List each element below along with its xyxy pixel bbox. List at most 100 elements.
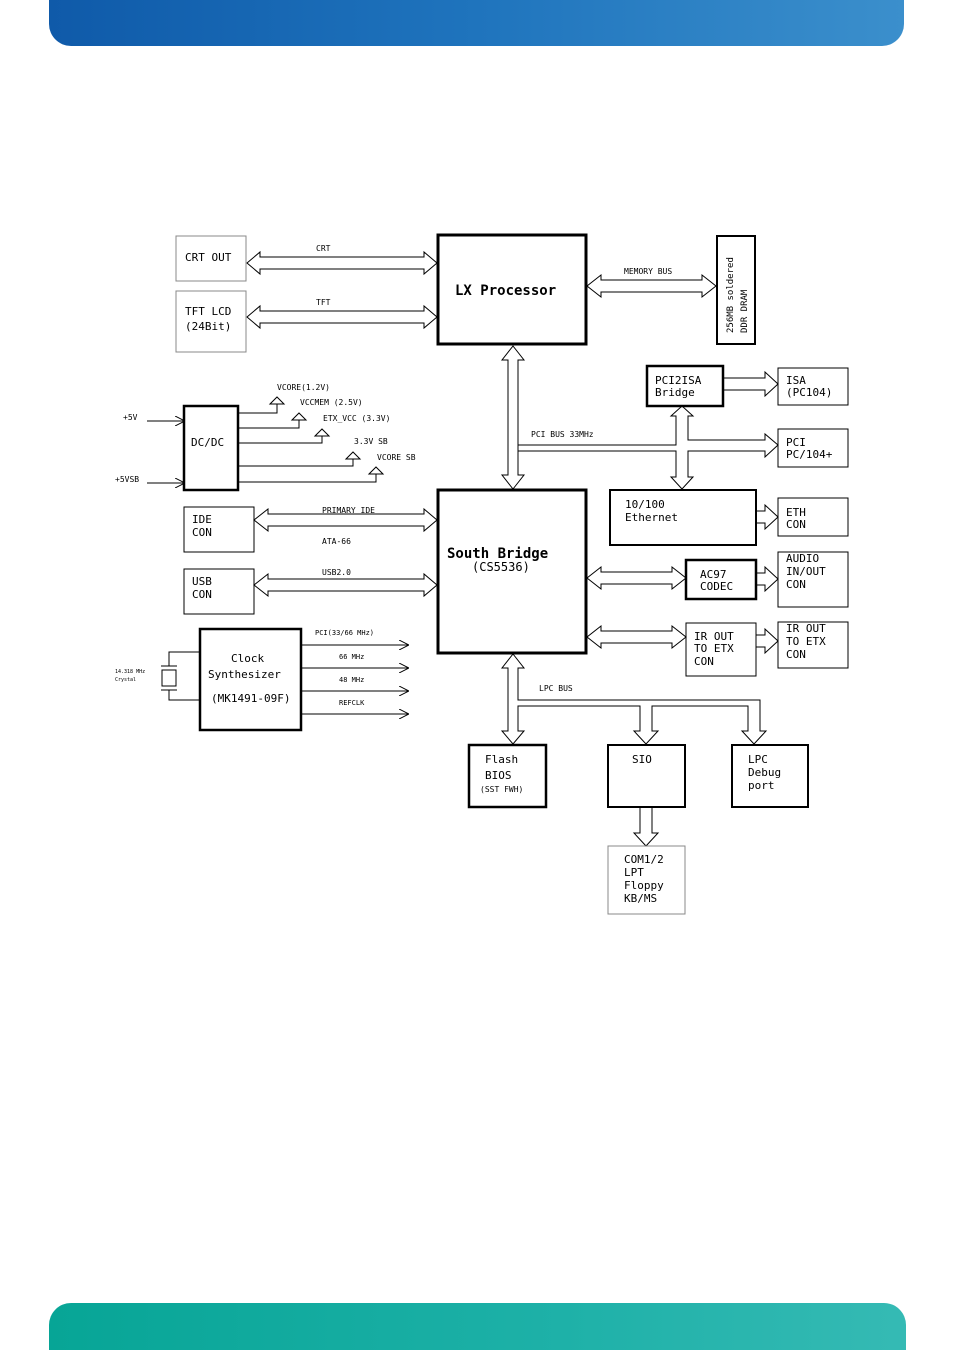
com-box — [607, 845, 686, 915]
sb33-line — [239, 459, 354, 467]
etx-vcc-line — [239, 436, 323, 444]
tft-lcd-box — [175, 290, 247, 353]
sb33-label: 3.3V SB — [354, 437, 388, 446]
usb20-label: USB2.0 — [322, 568, 351, 577]
ide-con-label-1: IDE — [192, 513, 212, 526]
lx-south-bus-arrow — [500, 345, 526, 490]
vcore-sb-line — [239, 474, 377, 483]
crt-out-box — [175, 235, 247, 282]
lpc-debug-label-3: port — [748, 779, 775, 792]
lpc-bus-label: LPC BUS — [539, 684, 573, 693]
ethernet-label-2: Ethernet — [625, 511, 678, 524]
mhz66-label: 66 MHz — [339, 653, 364, 661]
pci2isa-box — [645, 364, 725, 408]
page-footer-bar — [49, 1303, 906, 1350]
audio-label-2: IN/OUT — [786, 565, 826, 578]
lx-processor-box — [436, 233, 588, 346]
eth-con-box — [777, 497, 849, 537]
ir-out-label-2: TO ETX — [694, 642, 734, 655]
ac97-box — [684, 558, 758, 601]
vcore-sb-arrow — [367, 466, 385, 475]
vccmem-arrow — [290, 412, 308, 421]
pci2isa-label-2: Bridge — [655, 386, 695, 399]
isa-box — [777, 367, 849, 406]
lpc-bus-line — [500, 653, 768, 745]
usb-bus-arrow — [253, 572, 438, 598]
ide-con-box — [183, 506, 255, 553]
dcdc-label: DC/DC — [191, 436, 224, 449]
clock-label-1: Clock — [231, 652, 264, 665]
isa-arrow — [724, 370, 779, 398]
pci-bus-label: PCI BUS 33MHz — [531, 430, 594, 439]
pci-box — [777, 428, 849, 468]
ac97-label-1: AC97 — [700, 568, 727, 581]
sio-box — [607, 744, 686, 808]
ir-out-box — [685, 622, 757, 677]
south-bridge-label-2: (CS5536) — [472, 560, 530, 574]
mhz48-label: 48 MHz — [339, 676, 364, 684]
tft-lcd-label-1: TFT LCD — [185, 305, 231, 318]
tft-bus-arrow — [246, 304, 438, 330]
lpc-debug-box — [731, 744, 809, 808]
dram-label-2: DDR DRAM — [740, 289, 750, 333]
crt-bus-label: CRT — [316, 244, 331, 253]
plus5v-label: +5V — [123, 413, 138, 422]
eth-con-arrow — [756, 503, 779, 531]
tft-bus-label: TFT — [316, 298, 331, 307]
south-bridge-label-1: South Bridge — [447, 546, 548, 562]
page-header-bar — [49, 0, 904, 46]
vcore-arrow — [268, 396, 286, 405]
isa-label-2: (PC104) — [786, 386, 832, 399]
dram-label-1: 256MB soldered — [726, 257, 736, 333]
eth-con-label-1: ETH — [786, 506, 806, 519]
primary-ide-label: PRIMARY IDE — [322, 506, 375, 515]
ac97-label-2: CODEC — [700, 580, 733, 593]
etx-vcc-label: ETX_VCC (3.3V) — [323, 414, 390, 423]
ir-out2-label-2: TO ETX — [786, 635, 826, 648]
ata66-label: ATA-66 — [322, 537, 351, 546]
flash-label-1: Flash — [485, 753, 518, 766]
vcore-sb-label: VCORE SB — [377, 453, 416, 462]
vccmem-label: VCCMEM (2.5V) — [300, 398, 363, 407]
com-label-3: Floppy — [624, 879, 664, 892]
flash-label-3: (SST FWH) — [480, 785, 523, 794]
memory-bus-label: MEMORY BUS — [624, 267, 672, 276]
usb-con-label-2: CON — [192, 588, 212, 601]
crystal-symbol — [161, 651, 201, 701]
sio-label: SIO — [632, 753, 652, 766]
pci-label-2: PC/104+ — [786, 448, 833, 461]
vcore-label: VCORE(1.2V) — [277, 383, 330, 392]
ir-out-arrow — [756, 627, 779, 655]
usb-con-label-1: USB — [192, 575, 212, 588]
com-label-2: LPT — [624, 866, 644, 879]
pci-label-1: PCI — [786, 436, 806, 449]
vccmem-line — [239, 420, 300, 429]
ir-bus-arrow — [586, 624, 687, 650]
audio-label-3: CON — [786, 578, 806, 591]
usb-con-box — [183, 568, 255, 615]
crt-out-label: CRT OUT — [185, 251, 232, 264]
crt-bus-arrow — [246, 250, 438, 276]
refclk-label: REFCLK — [339, 699, 365, 707]
ir-out2-label-1: IR OUT — [786, 622, 826, 635]
dram-box — [716, 235, 756, 345]
ac97-bus-arrow — [586, 565, 687, 591]
clock-label-3: (MK1491-09F) — [211, 692, 290, 705]
ethernet-box — [609, 489, 757, 546]
lpc-debug-label-2: Debug — [748, 766, 781, 779]
memory-bus-arrow — [586, 273, 717, 299]
vcore-line — [239, 404, 278, 414]
clock-box — [198, 627, 303, 732]
ide-con-label-2: CON — [192, 526, 212, 539]
com-label-1: COM1/2 — [624, 853, 664, 866]
audio-box — [777, 551, 849, 608]
crystal-label-2: Crystal — [115, 677, 136, 683]
ir-out-label-1: IR OUT — [694, 630, 734, 643]
sio-com-arrow — [632, 808, 660, 847]
ir-out2-box — [777, 621, 849, 669]
pci-clk-label: PCI(33/66 MHz) — [315, 629, 374, 637]
south-bridge-box — [436, 488, 588, 655]
com-label-4: KB/MS — [624, 892, 657, 905]
eth-con-label-2: CON — [786, 518, 806, 531]
